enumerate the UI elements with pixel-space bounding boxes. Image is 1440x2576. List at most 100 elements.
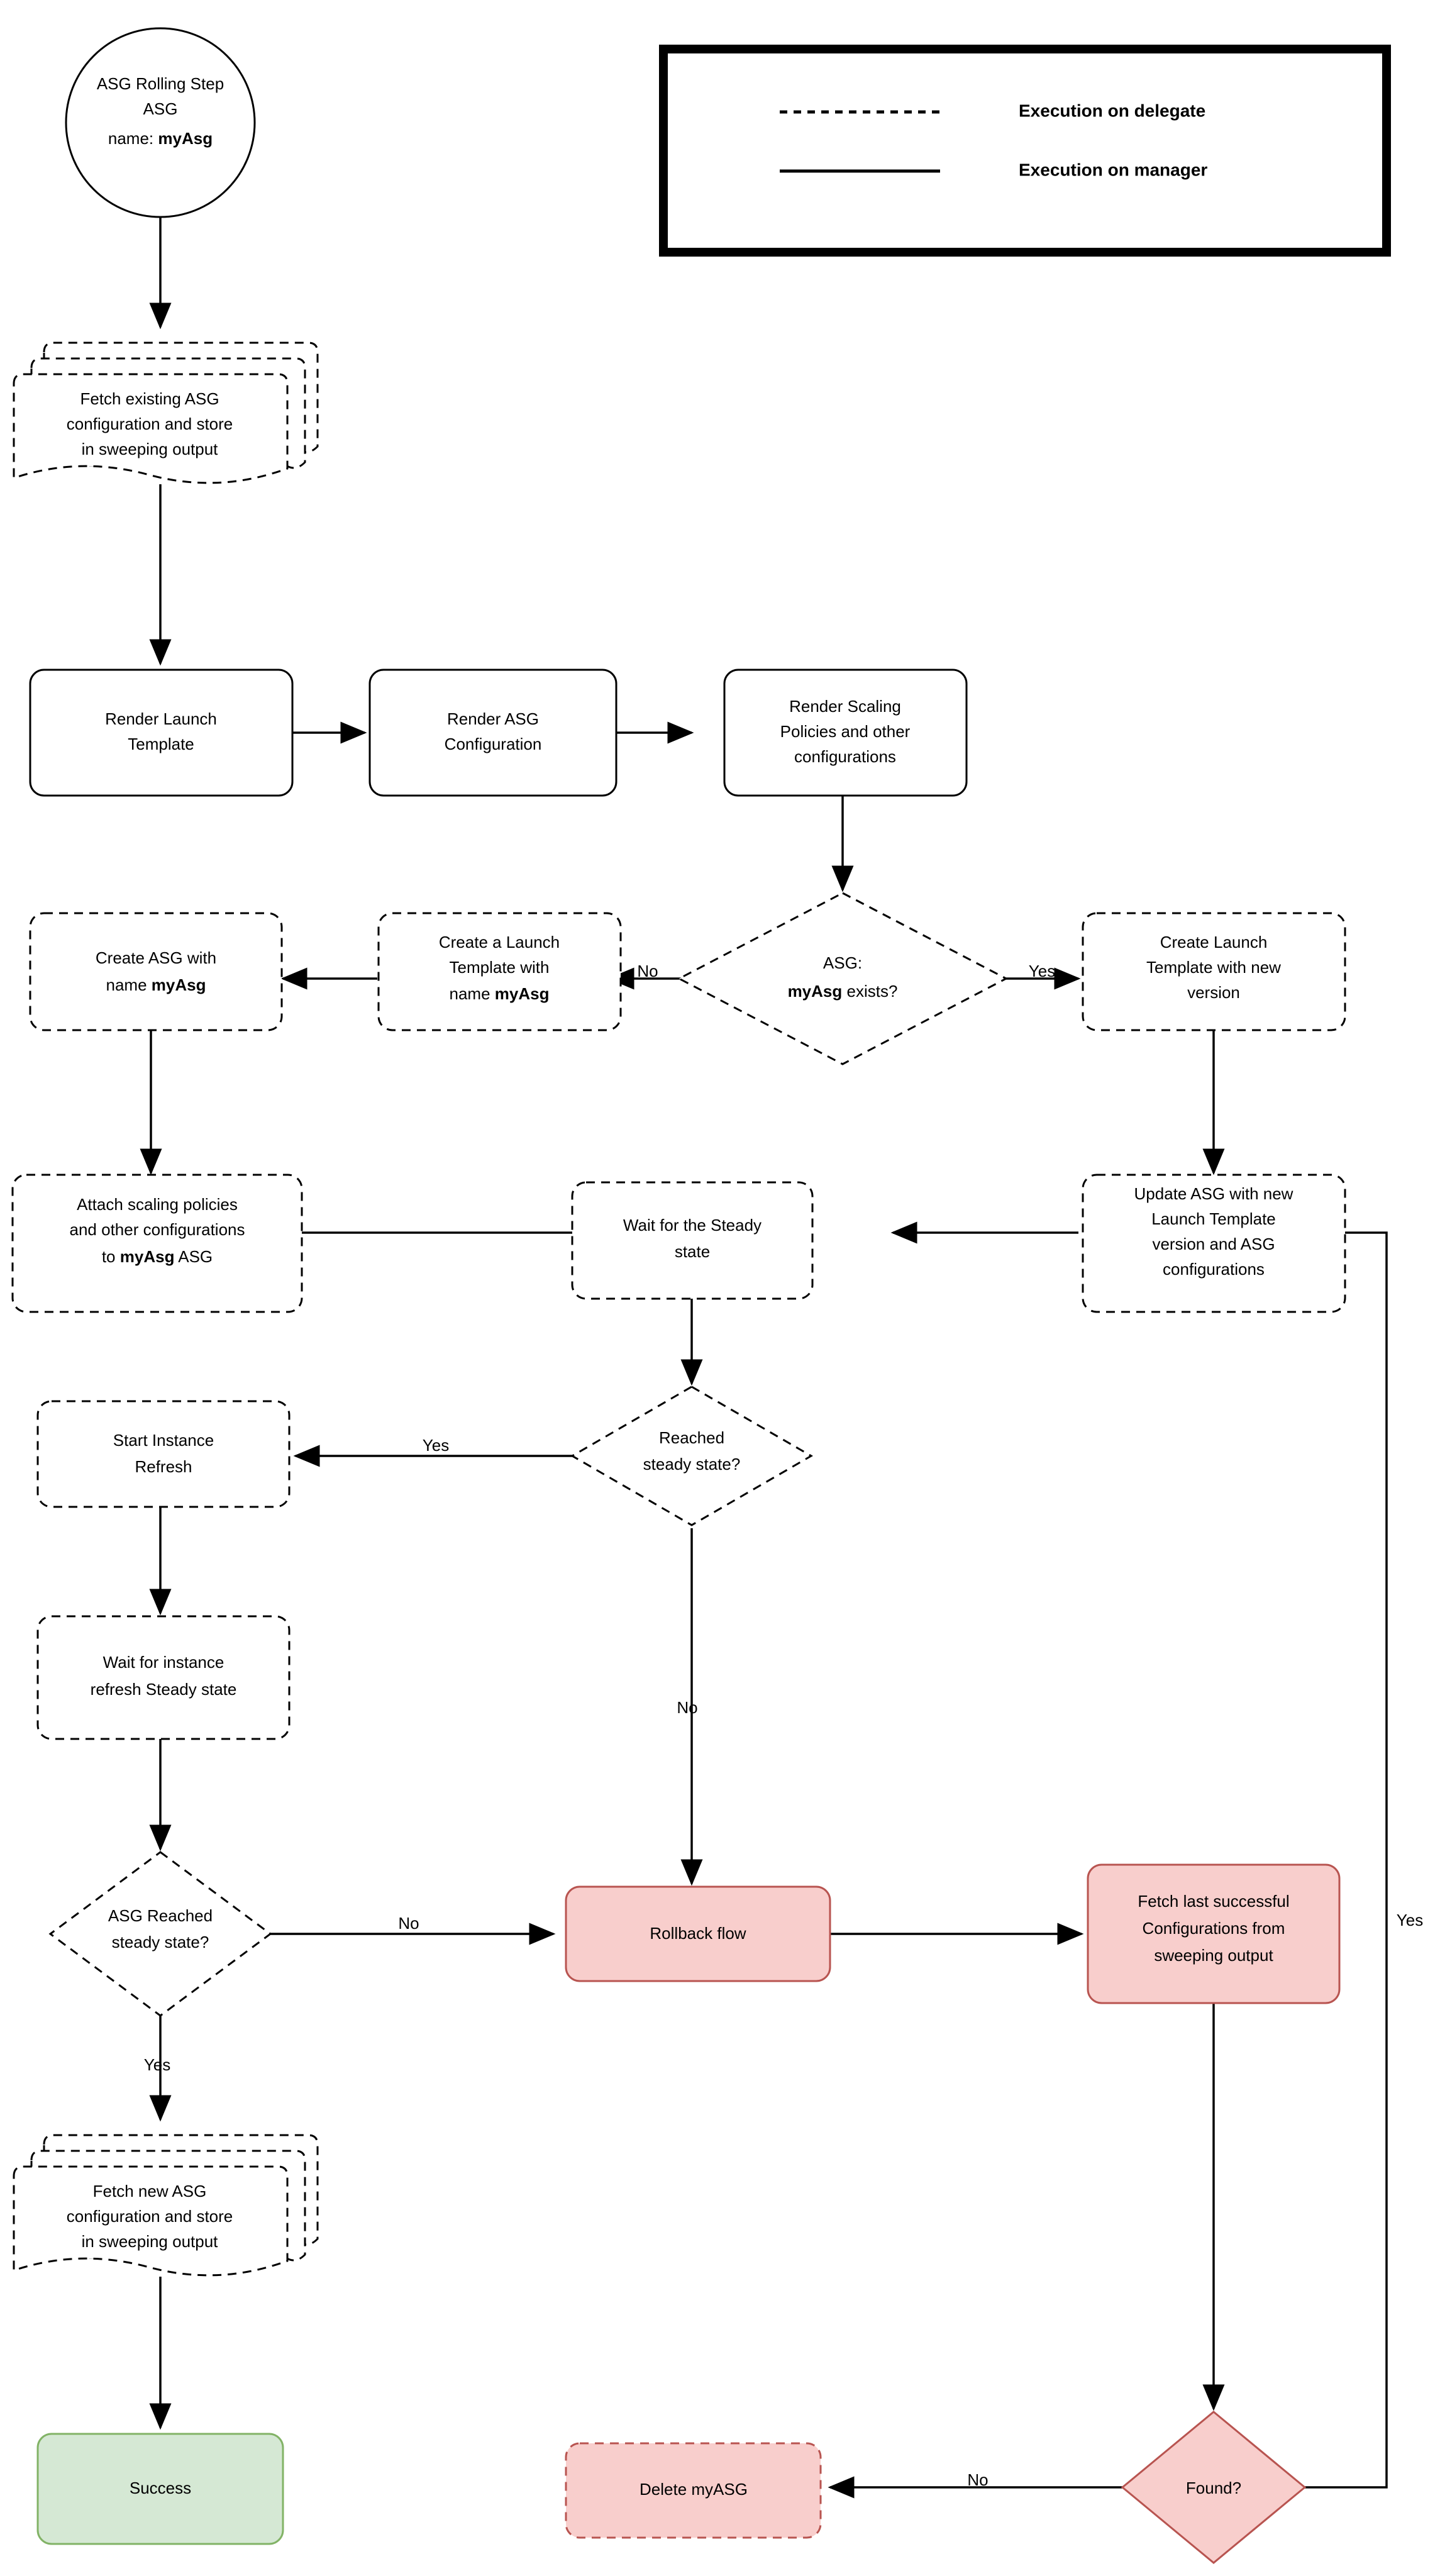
render-asg-config-box (368, 669, 618, 797)
asg-reached-line1: ASG Reached (108, 1906, 213, 1925)
edges (140, 217, 1388, 2499)
start-label-line2: ASG (143, 99, 178, 118)
node-start[interactable]: ASG Rolling Step ASG name: myAsg (65, 27, 256, 218)
node-fetch-new-asg-config[interactable]: Fetch new ASG configuration and store in… (13, 2134, 319, 2277)
edge-label-asg-reached-no: No (398, 1914, 419, 1933)
create-asg-myasg-box (29, 912, 283, 1031)
create-asg-myasg-line2: name myAsg (106, 975, 206, 994)
rollback-flow-box (565, 1885, 831, 1982)
edge-label-found-no: No (967, 2470, 988, 2489)
node-attach-scaling-policies[interactable]: Attach scaling policies and other config… (11, 1174, 303, 1313)
create-lt-nv-line2: Template with new (1146, 958, 1281, 977)
update-asg-line3: version and ASG (1152, 1235, 1275, 1253)
render-lt-label-line2: Template (128, 735, 194, 753)
asg-reached-line2: steady state? (112, 1933, 209, 1951)
node-rollback-flow[interactable]: Rollback flow (565, 1885, 831, 1982)
wait-instance-refresh-box (36, 1615, 291, 1740)
node-start-instance-refresh[interactable]: Start Instance Refresh (36, 1400, 291, 1508)
fetch-new-line2: configuration and store (67, 2207, 233, 2226)
asg-reached-steady-diamond (48, 1851, 272, 2017)
fetch-existing-doc-layer1 (13, 373, 289, 484)
edge-label-asg-exists-yes: Yes (1029, 962, 1055, 980)
wait-refresh-line1: Wait for instance (103, 1653, 224, 1672)
legend-label-delegate: Execution on delegate (1019, 101, 1205, 120)
wait-steady-line2: state (675, 1242, 710, 1261)
legend-box (659, 45, 1391, 257)
wait-refresh-line2: refresh Steady state (91, 1680, 237, 1699)
node-wait-for-steady-state[interactable]: Wait for the Steady state (571, 1181, 814, 1300)
node-create-launch-template-myasg[interactable]: Create a Launch Template with name myAsg (377, 912, 622, 1031)
node-reached-steady-state-decision[interactable]: Reached steady state? (570, 1385, 813, 1526)
start-refresh-line1: Start Instance (113, 1431, 214, 1450)
delete-myasg-box (565, 2442, 822, 2539)
found-label: Found? (1186, 2479, 1241, 2497)
render-asg-label-line2: Configuration (445, 735, 542, 753)
node-success[interactable]: Success (36, 2433, 284, 2545)
fetch-new-doc-layer1 (13, 2165, 289, 2277)
delete-myasg-label: Delete myASG (640, 2480, 748, 2499)
reached-steady-line2: steady state? (643, 1455, 741, 1474)
node-create-launch-template-new-version[interactable]: Create Launch Template with new version (1082, 912, 1346, 1031)
edge-label-reached-steady-no: No (677, 1698, 697, 1717)
node-asg-reached-steady-decision[interactable]: ASG Reached steady state? (48, 1851, 272, 2017)
node-found-decision[interactable]: Found? (1121, 2411, 1307, 2564)
fetch-last-line2: Configurations from (1143, 1919, 1285, 1938)
render-lt-label-line1: Render Launch (105, 709, 217, 728)
fetch-existing-label-line2: configuration and store (67, 414, 233, 433)
start-circle (65, 27, 256, 218)
edge-label-asg-exists-no: No (637, 962, 658, 980)
node-render-asg-configuration[interactable]: Render ASG Configuration (368, 669, 618, 797)
node-wait-instance-refresh[interactable]: Wait for instance refresh Steady state (36, 1615, 291, 1740)
node-render-launch-template[interactable]: Render Launch Template (29, 669, 294, 797)
start-label-line1: ASG Rolling Step (97, 74, 224, 93)
edge-label-asg-reached-yes: Yes (144, 2055, 170, 2074)
fetch-last-line1: Fetch last successful (1138, 1892, 1289, 1911)
update-asg-line1: Update ASG with new (1134, 1184, 1293, 1203)
found-diamond (1121, 2411, 1307, 2564)
rollback-flow-label: Rollback flow (650, 1924, 746, 1943)
node-asg-exists-decision[interactable]: ASG: myAsg exists? (677, 892, 1009, 1065)
create-lt-myasg-line2: Template with (450, 958, 550, 977)
fetch-existing-label-line3: in sweeping output (82, 440, 219, 458)
node-fetch-last-successful[interactable]: Fetch last successful Configurations fro… (1087, 1863, 1341, 2004)
edge-label-found-yes: Yes (1397, 1911, 1423, 1929)
render-scaling-label-line1: Render Scaling (789, 697, 901, 716)
node-render-scaling-policies[interactable]: Render Scaling Policies and other config… (723, 669, 968, 797)
node-fetch-existing-asg[interactable]: Fetch existing ASG configuration and sto… (13, 341, 319, 484)
reached-steady-diamond (570, 1385, 813, 1526)
node-create-asg-myasg[interactable]: Create ASG with name myAsg (29, 912, 283, 1031)
update-asg-line4: configurations (1163, 1260, 1265, 1279)
start-refresh-line2: Refresh (135, 1457, 192, 1476)
fetch-existing-label-line1: Fetch existing ASG (80, 389, 219, 408)
success-box (36, 2433, 284, 2545)
edge-found-yes-to-update-asg (1249, 1221, 1388, 2489)
node-delete-myasg[interactable]: Delete myASG (565, 2442, 822, 2539)
wait-steady-box (571, 1181, 814, 1300)
update-asg-box (1082, 1174, 1346, 1313)
attach-scaling-line1: Attach scaling policies (77, 1195, 238, 1214)
render-asg-label-line1: Render ASG (447, 709, 539, 728)
render-scaling-box (723, 669, 968, 797)
asg-exists-label-line2: myAsg exists? (788, 982, 898, 1001)
legend: Execution on delegate Execution on manag… (659, 45, 1391, 257)
attach-scaling-line3: to myAsg ASG (102, 1247, 213, 1266)
update-asg-line2: Launch Template (1151, 1209, 1276, 1228)
reached-steady-line1: Reached (659, 1428, 724, 1447)
fetch-last-line3: sweeping output (1154, 1946, 1273, 1965)
start-label-line3: name: myAsg (108, 129, 213, 148)
legend-label-manager: Execution on manager (1019, 160, 1207, 179)
fetch-last-successful-box (1087, 1863, 1341, 2004)
edge-label-reached-steady-yes: Yes (423, 1436, 449, 1455)
create-lt-myasg-line3: name myAsg (450, 984, 550, 1003)
start-instance-refresh-box (36, 1400, 291, 1508)
node-update-asg[interactable]: Update ASG with new Launch Template vers… (1082, 1174, 1346, 1313)
create-lt-myasg-line1: Create a Launch (439, 933, 560, 952)
asg-exists-label-line1: ASG: (823, 953, 862, 972)
fetch-new-line3: in sweeping output (82, 2232, 219, 2251)
create-lt-new-version-box (1082, 912, 1346, 1031)
create-lt-nv-line1: Create Launch (1160, 933, 1268, 952)
attach-scaling-line2: and other configurations (70, 1220, 245, 1239)
success-label: Success (130, 2479, 191, 2497)
